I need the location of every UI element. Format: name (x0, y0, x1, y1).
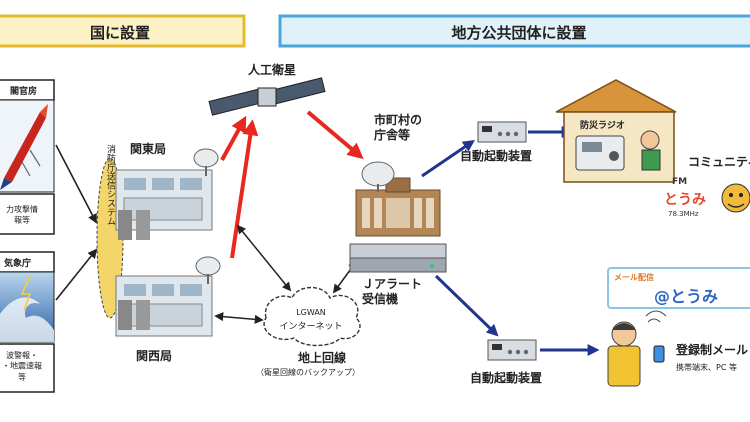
cabinet-label: 閣官房 (10, 85, 37, 97)
jalert-receiver-device (349, 243, 447, 273)
cloud-lgwan: LGWAN (296, 308, 326, 317)
header-national-label: 国に設置 (90, 24, 150, 42)
tsunami-illustration (0, 271, 55, 343)
header-national-bar (0, 14, 246, 48)
satellite-illustration (208, 77, 326, 116)
cabinet-caption-box (0, 193, 55, 235)
person-with-phone (607, 310, 667, 387)
mail-title: 登録制メール (675, 342, 748, 357)
downlink-municipality (306, 110, 364, 160)
cloud-internet: インターネット (279, 321, 342, 332)
kanto-station-illustration (115, 148, 219, 240)
link-kansai-to-cloud (214, 312, 264, 324)
fm-name: とうみ (664, 192, 706, 208)
kanto-station-label: 関東局 (130, 141, 166, 156)
house-illustration (555, 79, 677, 183)
disaster-radio-label: 防災ラジオ (580, 119, 625, 131)
arrow-jma-to-fdma (55, 248, 98, 301)
auto-activation-bottom-label: 自動起動装置 (470, 370, 542, 385)
uplink-kansai (230, 119, 259, 259)
municipality-label: 市町村の庁舎等 (373, 112, 422, 142)
mail-logo: @とうみ (654, 287, 718, 306)
uplink-kanto (220, 115, 247, 161)
header-local-bar (278, 14, 750, 48)
link-kanto-to-cloud (236, 224, 292, 292)
dist-to-auto-bottom (434, 274, 499, 337)
auto-activation-top-label: 自動起動装置 (460, 148, 532, 163)
mail-banner-label: メール配信 (614, 272, 654, 282)
jma-caption: 波警報・・地震速報等 (2, 350, 42, 381)
mail-caption: 携帯端末、PC 等 (676, 362, 737, 372)
community-label: コミュニティ (688, 155, 750, 169)
fdma-system-label: 消防庁送信システム (105, 143, 116, 225)
fm-logo: FM とうみ 78.3MHz (664, 177, 750, 218)
header-local-label: 地方公共団体に設置 (451, 24, 586, 42)
auto-activation-device-top (477, 121, 527, 143)
ground-line-note: （衛星回線のバックアップ） (256, 367, 360, 377)
fm-freq: 78.3MHz (668, 210, 699, 218)
jma-label: 気象庁 (4, 257, 31, 269)
jalert-receiver-label: Ｊアラート受信機 (362, 277, 422, 306)
missile-illustration (0, 99, 55, 193)
mail-banner: メール配信 @とうみ (607, 267, 750, 309)
cabinet-caption: 力攻撃情報等 (6, 204, 38, 225)
fm-label: FM (672, 177, 687, 187)
jma-caption-box (0, 343, 55, 393)
municipality-building (355, 161, 441, 237)
kansai-station-label: 関西局 (136, 349, 172, 363)
auto-activation-device-bottom (487, 339, 537, 361)
ground-line-label: 地上回線 (298, 350, 346, 365)
satellite-label: 人工衛星 (248, 62, 296, 77)
dist-to-auto-top (421, 139, 475, 178)
arrow-cabinet-to-fdma (55, 144, 97, 224)
kansai-station-illustration (115, 256, 221, 337)
network-cloud (263, 286, 361, 347)
